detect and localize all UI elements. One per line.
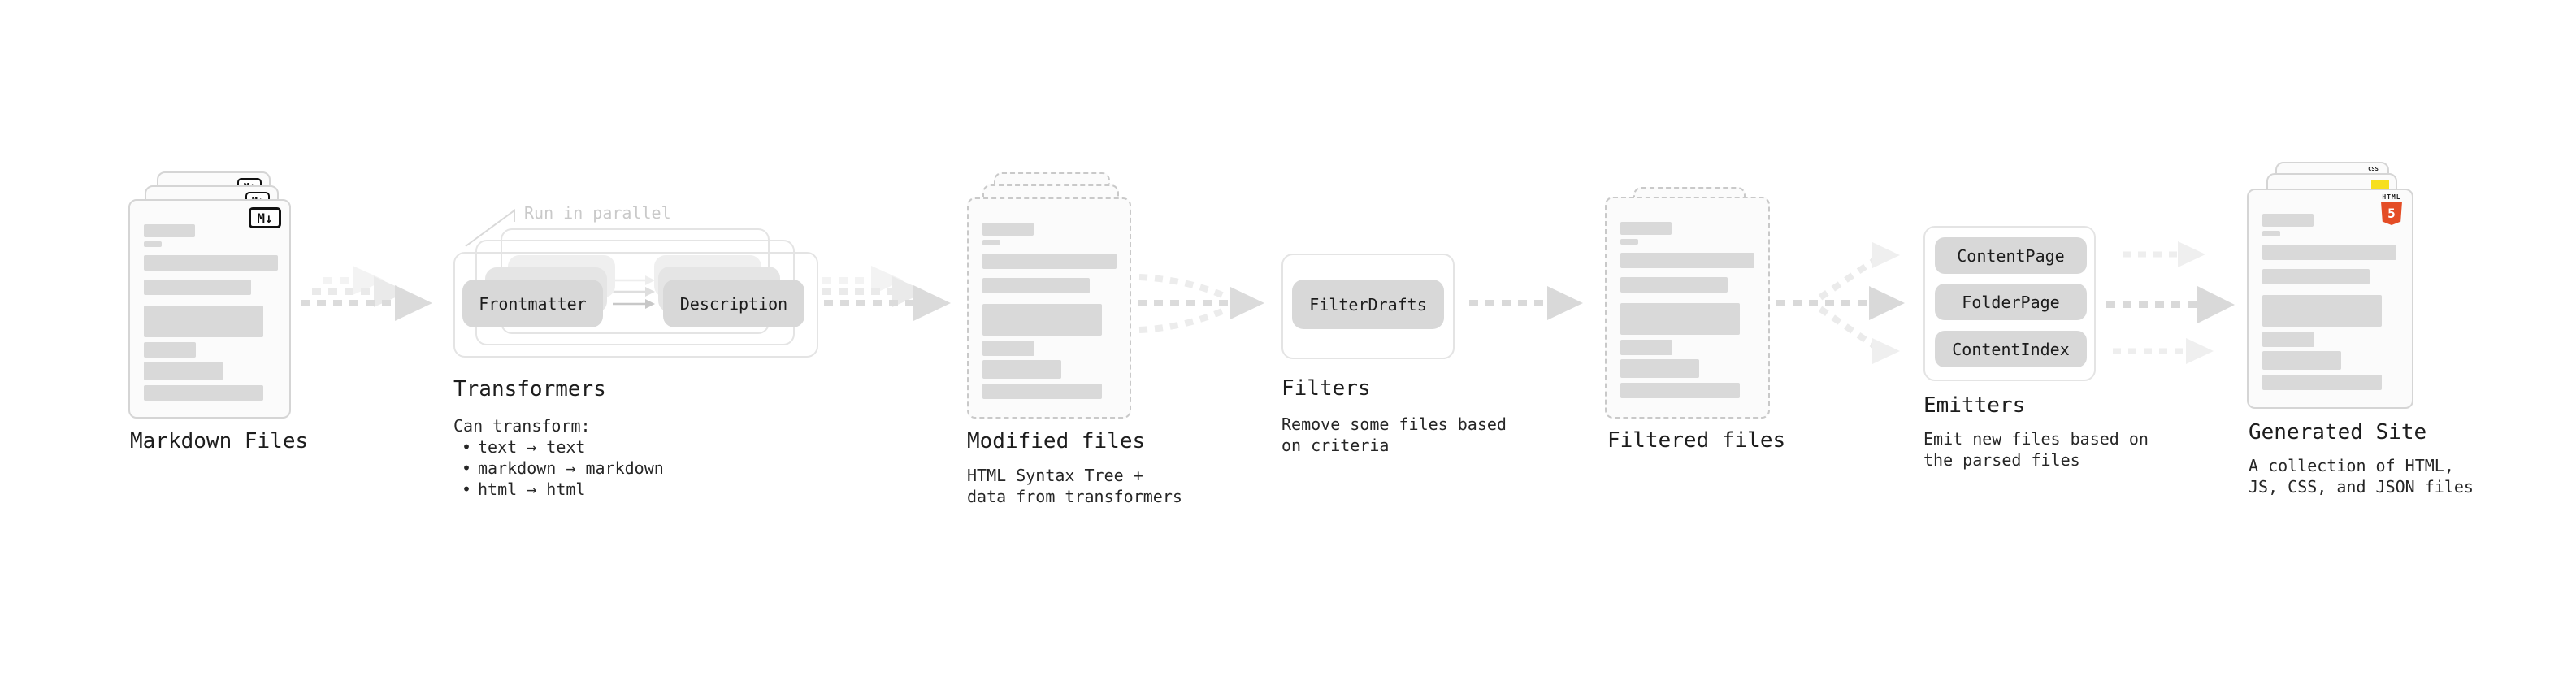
text-line-placeholder [1620,383,1740,398]
transform-bullet: • html → html [453,479,664,500]
text-line-placeholder [144,306,263,337]
description-line: HTML Syntax Tree + [967,466,1143,485]
text-line-placeholder [982,223,1034,236]
description-line: JS, CSS, and JSON files [2249,477,2474,497]
css-wordmark: CSS [2368,166,2379,172]
filtered-files-label: Filtered files [1607,428,1786,453]
contentpage-pill: ContentPage [1935,237,2087,274]
text-line-placeholder [144,385,263,401]
bullet-text: html → html [478,479,586,499]
text-line-placeholder [982,340,1034,356]
text-line-placeholder [2262,231,2280,236]
text-line-placeholder [2262,245,2396,260]
folderpage-pill: FolderPage [1935,284,2087,320]
arrow-filters-to-filtered [1469,286,1583,320]
arrow-filtered-to-emitters [1776,242,1905,364]
transform-bullet: • text → text [453,436,664,458]
text-line-placeholder [144,342,196,358]
filterdrafts-pill: FilterDrafts [1292,280,1444,329]
description-line: Remove some files based [1281,414,1507,434]
run-in-parallel-annotation: Run in parallel [524,203,671,223]
html5-icon: HTML 5 [2381,193,2402,225]
text-line-placeholder [2262,214,2314,227]
text-line-placeholder [1620,303,1740,335]
arrow-transformers-to-modified [822,266,951,321]
text-line-placeholder [144,224,195,237]
arrow-markdown-to-transformers [301,266,432,321]
modified-file-card [967,197,1131,419]
transformer-step-arrows [613,275,655,309]
markdown-icon: M↓ [249,207,281,228]
description-line: A collection of HTML, [2249,456,2454,475]
bullet-icon: • [462,437,472,457]
filtered-file-card [1605,197,1770,419]
contentindex-pill: ContentIndex [1935,331,2087,367]
description-pill: Description [663,280,804,327]
transformer-box [453,252,818,358]
text-line-placeholder [1620,222,1672,235]
bullet-text: text → text [478,437,586,457]
markdown-file-card: M↓ [128,199,291,419]
emitters-box [1923,226,2096,381]
description-line: data from transformers [967,487,1182,506]
text-line-placeholder [144,280,251,295]
filters-label: Filters [1281,376,1371,401]
text-line-placeholder [982,278,1090,293]
text-line-placeholder [2262,351,2341,370]
text-line-placeholder [982,240,1000,245]
text-line-placeholder [982,360,1061,379]
bullet-icon: • [462,479,472,499]
markdown-files-label: Markdown Files [130,429,309,453]
transformers-description: Can transform: • text → text • markdown … [453,415,664,500]
text-line-placeholder [1620,277,1728,293]
text-line-placeholder [2262,375,2382,390]
arrow-modified-to-filters [1138,274,1264,333]
html5-wordmark: HTML [2382,193,2401,201]
description-line: on criteria [1281,436,1390,455]
text-line-placeholder [982,254,1117,269]
generated-site-description: A collection of HTML, JS, CSS, and JSON … [2249,455,2474,497]
text-line-placeholder [1620,340,1672,355]
text-line-placeholder [1620,253,1754,268]
emitters-label: Emitters [1923,393,2026,418]
text-line-placeholder [2262,332,2314,347]
html5-shield: 5 [2381,202,2402,225]
text-line-placeholder [144,255,278,271]
text-line-placeholder [982,304,1102,336]
can-transform-heading: Can transform: [453,416,591,436]
text-line-placeholder [144,241,162,247]
filters-description: Remove some files based on criteria [1281,414,1507,456]
transformers-label: Transformers [453,377,606,401]
text-line-placeholder [1620,359,1699,378]
text-line-placeholder [2262,295,2382,327]
text-line-placeholder [144,362,223,380]
filters-box [1281,254,1455,359]
arrow-emitters-to-site [2106,241,2235,364]
description-line: Emit new files based on [1923,429,2149,449]
emitters-description: Emit new files based on the parsed files [1923,428,2149,471]
description-line: the parsed files [1923,450,2080,470]
frontmatter-pill: Frontmatter [462,280,603,327]
text-line-placeholder [2262,269,2370,284]
generated-site-label: Generated Site [2249,420,2427,445]
annotation-leader-line [465,209,515,247]
bullet-icon: • [462,458,472,478]
modified-files-description: HTML Syntax Tree + data from transformer… [967,465,1182,507]
javascript-icon [2371,180,2389,189]
modified-files-label: Modified files [967,429,1146,453]
bullet-text: markdown → markdown [478,458,664,478]
text-line-placeholder [1620,239,1638,245]
text-line-placeholder [982,384,1102,399]
site-file-card: HTML 5 [2247,189,2413,409]
transform-bullet: • markdown → markdown [453,458,664,479]
